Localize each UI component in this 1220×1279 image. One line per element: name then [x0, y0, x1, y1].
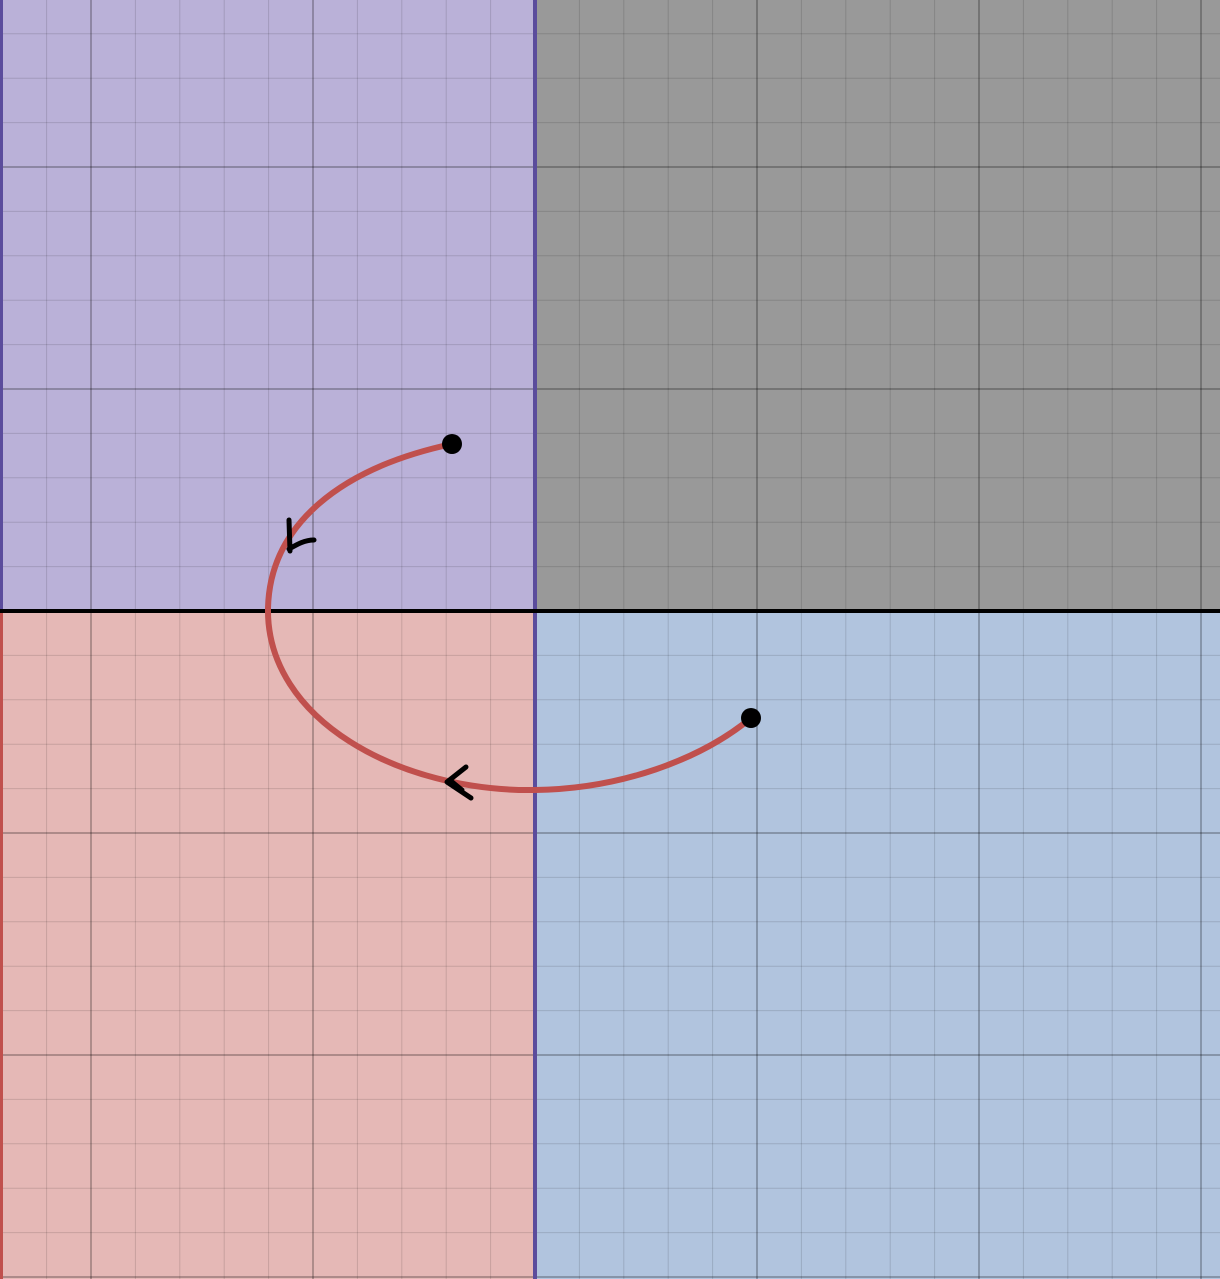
end-point — [741, 708, 761, 728]
trajectory-curve — [264, 441, 754, 794]
arrowhead-icon — [286, 517, 317, 554]
region-top-right — [535, 0, 1220, 611]
arrowhead-icon — [444, 764, 474, 801]
region-top-left — [0, 0, 535, 611]
start-point — [442, 434, 462, 454]
region-bottom-right — [535, 611, 1220, 1279]
region-bottom-left — [0, 611, 535, 1279]
